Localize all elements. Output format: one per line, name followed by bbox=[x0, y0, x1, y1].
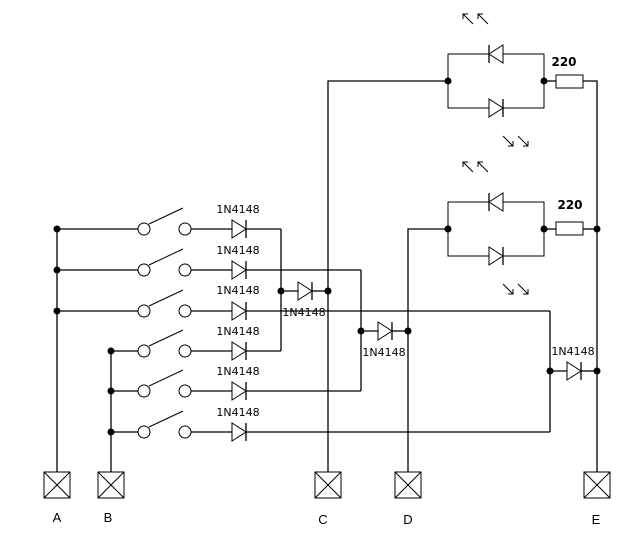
light-emission-icon bbox=[502, 283, 529, 295]
resistor-bottom-label: 220 bbox=[557, 198, 582, 212]
diode-label: 1N4148 bbox=[216, 365, 259, 378]
resistor-top-label: 220 bbox=[551, 55, 576, 69]
terminal-a-box bbox=[43, 471, 71, 499]
switch-rows bbox=[57, 207, 550, 442]
terminal-b-label: B bbox=[104, 510, 113, 525]
led-pair-bottom bbox=[447, 161, 597, 295]
diode-label: 1N4148 bbox=[551, 345, 594, 358]
terminal-a-label: A bbox=[53, 510, 62, 525]
diode-label: 1N4148 bbox=[216, 325, 259, 338]
terminal-e-label: E bbox=[592, 512, 601, 527]
diode-label: 1N4148 bbox=[216, 244, 259, 257]
light-emission-icon bbox=[462, 13, 489, 25]
terminal-e-box bbox=[583, 471, 611, 499]
diode-label: 1N4148 bbox=[216, 406, 259, 419]
terminal-d-label: D bbox=[403, 512, 412, 527]
diode-label: 1N4148 bbox=[362, 346, 405, 359]
terminal-d-box bbox=[394, 471, 422, 499]
light-emission-icon bbox=[462, 161, 489, 173]
resistor-bottom bbox=[555, 221, 584, 236]
diode-label: 1N4148 bbox=[282, 306, 325, 319]
terminal-b-box bbox=[97, 471, 125, 499]
junction-nodes bbox=[53, 77, 601, 436]
terminal-c-label: C bbox=[318, 512, 327, 527]
resistor-top bbox=[555, 74, 584, 89]
diode-label: 1N4148 bbox=[216, 284, 259, 297]
diode-label: 1N4148 bbox=[216, 203, 259, 216]
terminal-c-box bbox=[314, 471, 342, 499]
light-emission-icon bbox=[502, 135, 529, 147]
led-pair-top bbox=[447, 13, 584, 147]
